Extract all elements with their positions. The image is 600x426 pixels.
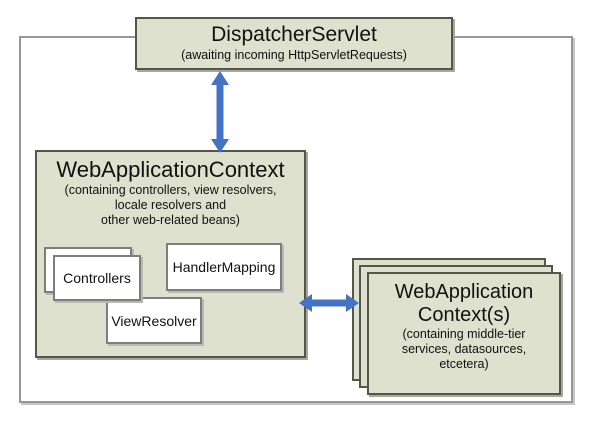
root-context-box: WebApplication Context(s) (containing mi… bbox=[367, 272, 561, 395]
controllers-label: Controllers bbox=[63, 270, 131, 286]
handler-mapping-label: HandlerMapping bbox=[172, 259, 276, 275]
dispatcher-servlet-title: DispatcherServlet bbox=[211, 23, 377, 46]
web-application-context-subtitle-line2: locale resolvers and bbox=[114, 198, 227, 212]
web-application-context-subtitle-line1: (containing controllers, view resolvers, bbox=[64, 183, 277, 197]
web-application-context-subtitle-line3: other web-related beans) bbox=[101, 213, 240, 227]
root-context-subtitle-line3: etcetera) bbox=[439, 357, 489, 371]
view-resolver-label: ViewResolver bbox=[111, 312, 197, 329]
dispatcher-servlet-box: DispatcherServlet (awaiting incoming Htt… bbox=[135, 17, 453, 70]
dispatcher-servlet-subtitle: (awaiting incoming HttpServletRequests) bbox=[181, 48, 407, 62]
handler-mapping-box: HandlerMapping bbox=[166, 243, 282, 291]
root-context-subtitle-line2: services, datasources, bbox=[401, 342, 527, 356]
root-context-title-line2: Context(s) bbox=[417, 304, 511, 326]
root-context-subtitle-line1: (containing middle-tier bbox=[402, 327, 526, 341]
controllers-box: Controllers bbox=[53, 255, 141, 301]
vertical-double-arrow-icon bbox=[211, 71, 229, 153]
web-application-context-title: WebApplicationContext bbox=[56, 157, 285, 182]
root-context-title-line1: WebApplication bbox=[394, 281, 534, 303]
horizontal-double-arrow-icon bbox=[299, 294, 359, 312]
view-resolver-box: ViewResolver bbox=[106, 297, 202, 344]
